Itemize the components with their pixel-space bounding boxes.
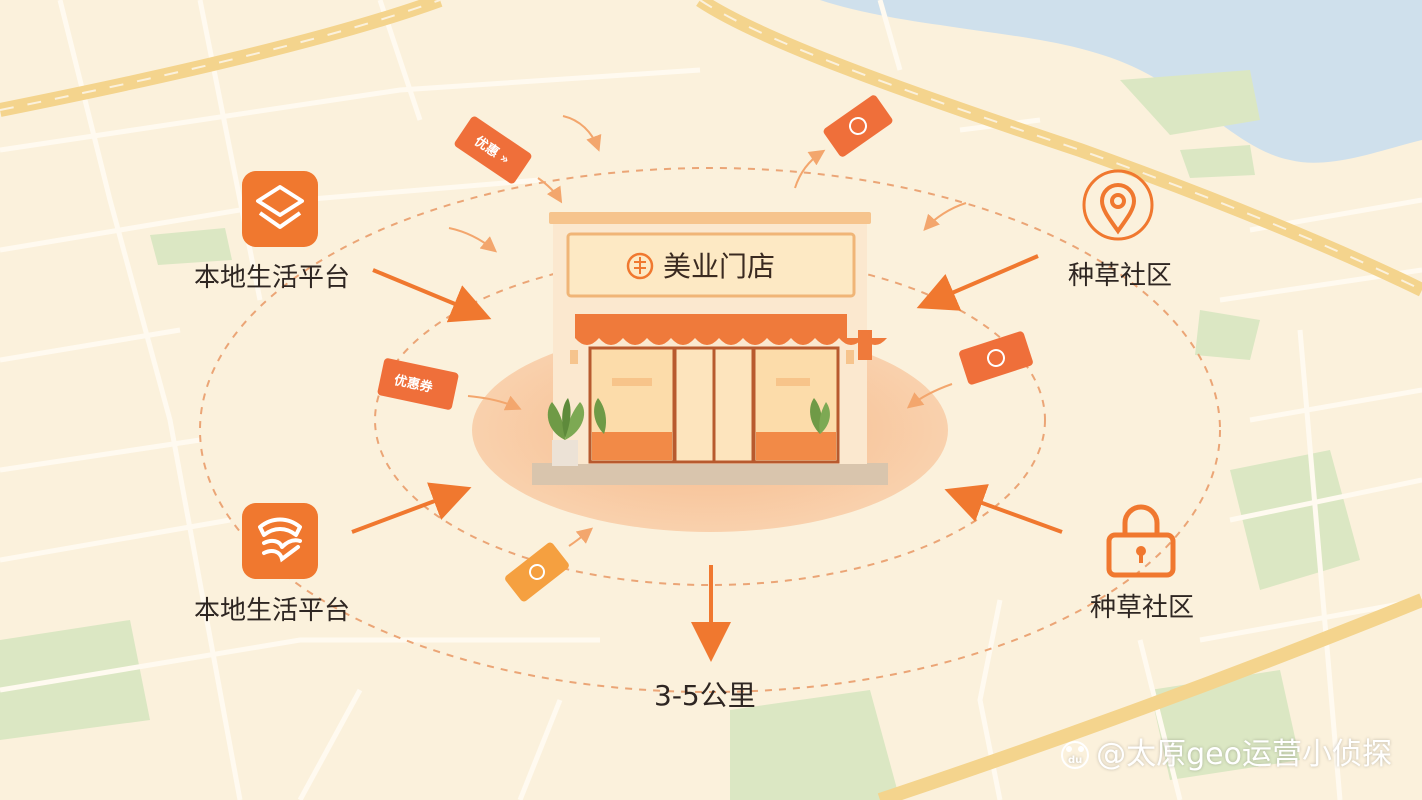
arrow-from-top-left [372,268,492,323]
coupon-ticket [505,542,569,602]
beauty-store: 美业门店 [532,212,888,485]
coupon-ticket [823,95,893,157]
water-area [820,0,1422,163]
node-label-bottom-right: 种草社区 [1090,593,1195,623]
lock-icon [1106,504,1176,578]
store-awning [575,314,847,338]
store-side-sign [858,330,872,360]
radius-rings [199,167,1221,693]
plant-left [547,398,585,466]
map-pin-icon [1082,169,1154,241]
svg-text:du: du [1068,755,1082,766]
coupon-ticket [959,331,1033,385]
node-label-top-right: 种草社区 [1068,261,1173,291]
store-sign-text: 美业门店 [663,250,775,283]
park-area [1195,310,1260,360]
watermark: du @太原geo运营小侦探 [1060,740,1392,770]
store-sign-board [566,232,856,298]
du-logo-icon: du [1061,741,1090,769]
coupon-ticket: 优惠 » [454,116,532,184]
store-awning-scallop [575,338,887,345]
park-area [1230,450,1360,590]
flow-arrows [351,254,1063,662]
arrow-from-bottom-left [351,482,472,534]
plant-window [594,398,830,434]
park-area [730,690,900,800]
outer-radius-ring [199,167,1221,693]
watermark-text: @太原geo运营小侦探 [1096,737,1392,772]
park-area [150,228,232,265]
store-base [532,463,888,485]
node-label-bottom-left: 本地生活平台 [194,596,351,626]
park-area [1180,145,1255,178]
coupon-ticket: 优惠券 [377,358,459,410]
store-sign-logo-icon [626,252,654,280]
small-curved-arrows [448,115,967,547]
wall-lamp [570,350,578,364]
wall-lamp [846,350,854,364]
park-area [1120,70,1260,135]
store-roof [549,212,871,224]
inner-radius-ring [374,254,1046,586]
arrow-from-bottom-right [944,484,1063,534]
book-app-icon [242,503,318,579]
radius-label: 3-5公里 [654,679,756,712]
node-label-top-left: 本地生活平台 [194,263,351,293]
arrow-from-top-right [916,254,1039,311]
layers-app-icon [242,171,318,247]
